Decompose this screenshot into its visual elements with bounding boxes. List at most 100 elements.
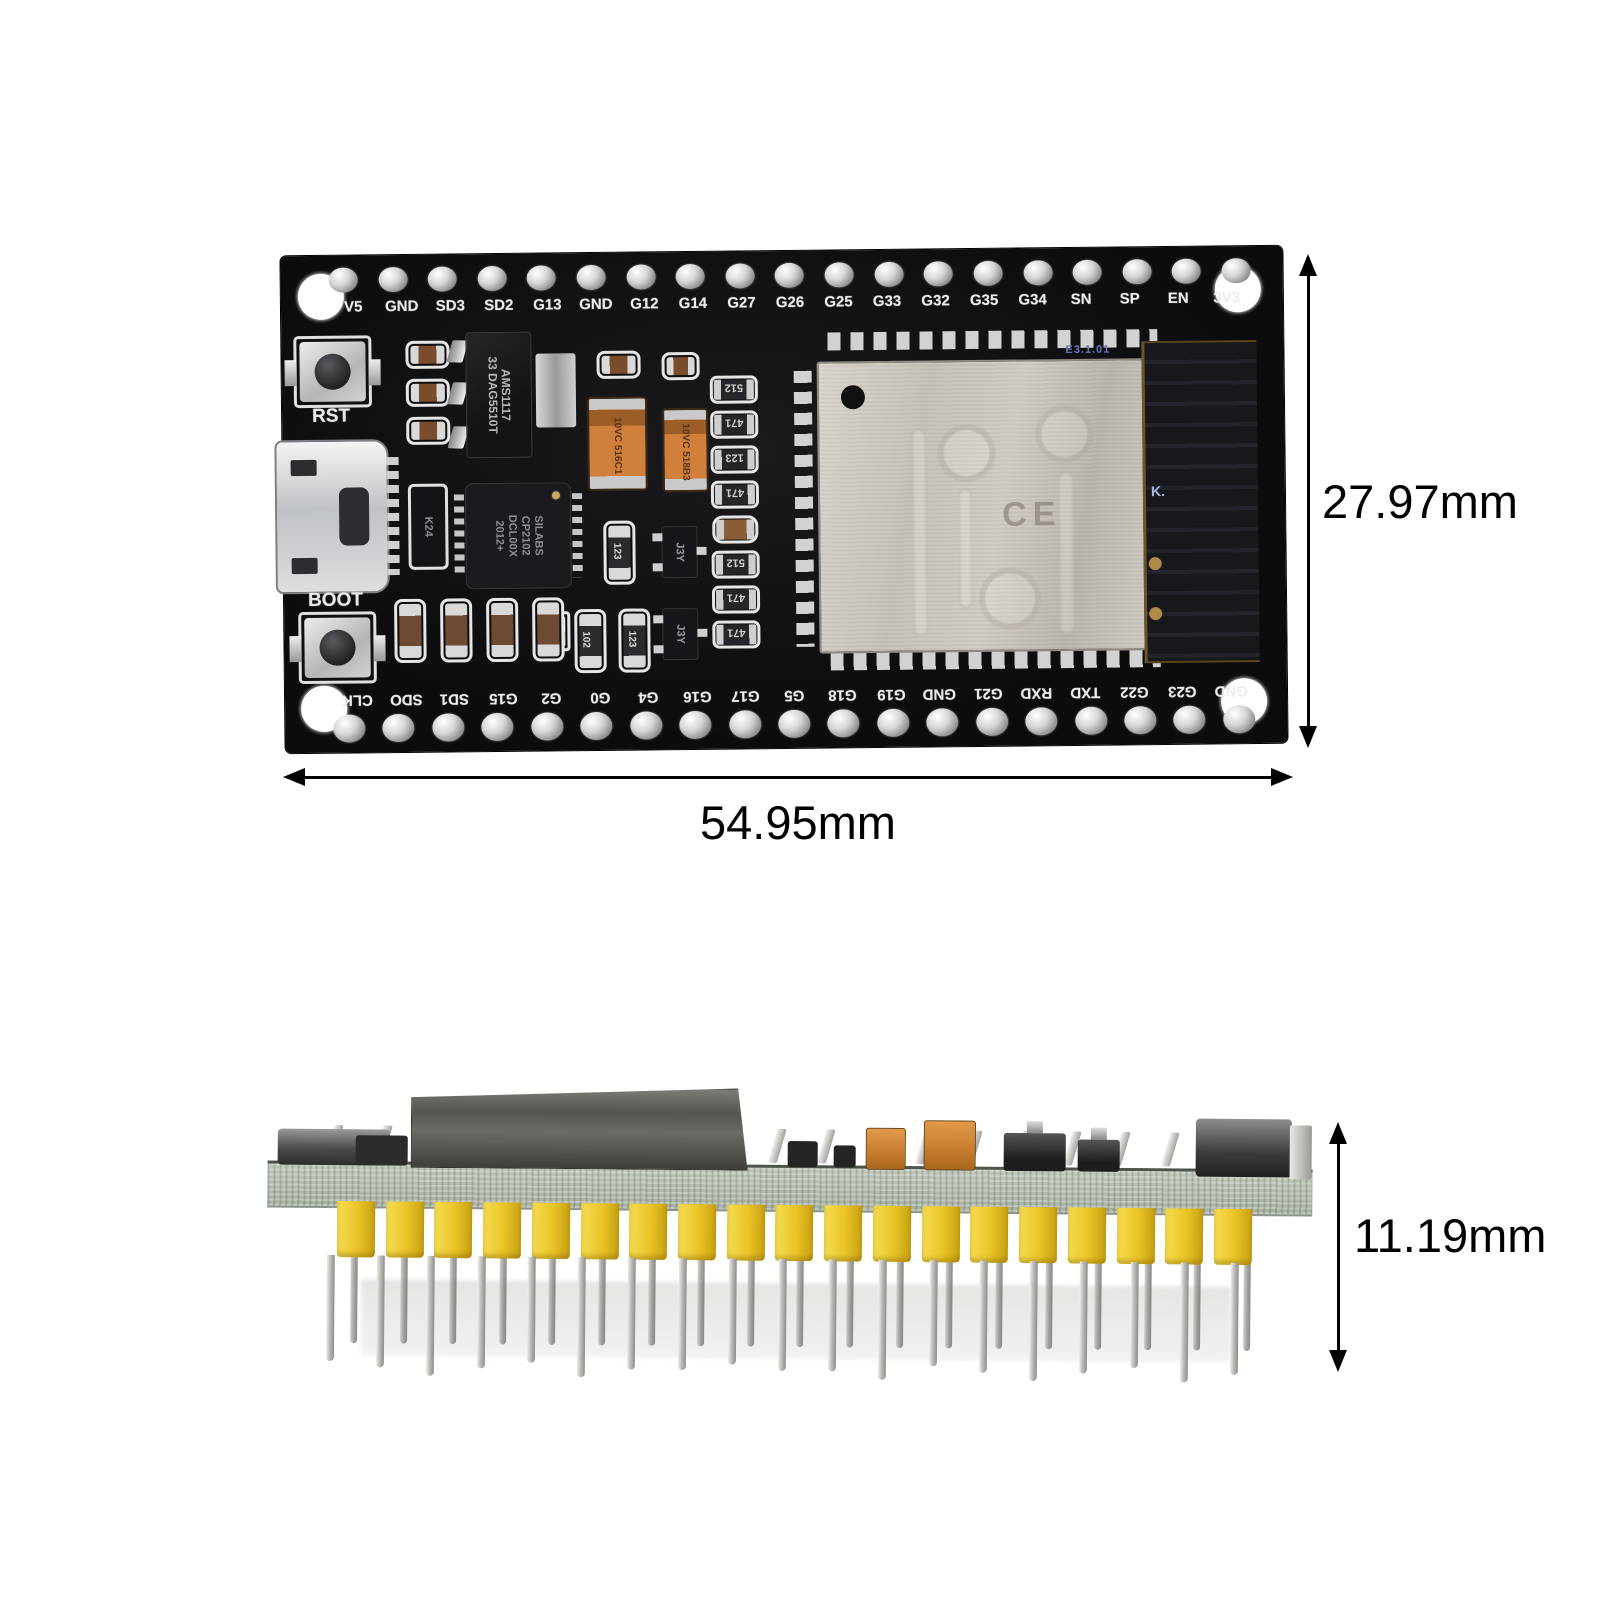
header-pin [1079,1261,1089,1374]
pin-label: G12 [630,295,659,313]
smd-capacitor [712,515,759,544]
micro-usb-connector[interactable] [274,439,400,595]
solder-joint [333,714,366,743]
solder-joint [725,262,755,289]
transistor-marking: J3Y [674,624,687,644]
k24-marking: K24 [422,516,435,537]
resistor-value: 123 [725,451,744,464]
header-pin [1028,1261,1038,1382]
resistor-value: 471 [725,486,745,499]
pin-label: G13 [533,296,562,314]
yellow-header-block [1067,1207,1107,1264]
resistor-value: 471 [726,591,746,604]
pin-label: SP [1119,290,1140,308]
smd-resistor: 471 [710,480,760,509]
smd-capacitor [406,416,451,445]
qfn-pads [571,493,583,578]
pin-label: G21 [973,684,1003,703]
header-pin [727,1258,737,1365]
resistor-column: 512 471 123 471 512 471 471 [709,375,761,649]
arrowhead-up [1299,254,1317,276]
header-pin [777,1258,787,1371]
resistor-value: 512 [724,381,744,394]
header-pin [325,1254,335,1362]
yellow-header-block [385,1201,424,1258]
header-pin [376,1255,386,1368]
regulator-tab [535,353,577,428]
solder-joint [328,266,358,293]
emboss-bar [957,488,974,609]
cp2102-marking: DCL00X [506,514,519,558]
smd-capacitor [532,597,565,662]
solder-joint [1173,705,1206,734]
component-k24: K24 [407,483,449,570]
solder-joint [626,263,656,290]
reset-label: RST [311,405,351,427]
pin-label: G4 [638,688,659,706]
bottom-pin-solder-row [333,704,1256,744]
solder-joint [1025,707,1058,736]
pin-label: SN [1070,290,1092,308]
tantalum-cap-side [865,1127,906,1171]
ce-mark: CE [1001,495,1062,534]
button-pad [368,359,381,386]
antenna-k-mark: K. [1150,483,1166,500]
resistor-value: 102 [580,631,592,648]
boot-button-cap [319,629,356,666]
module-revision-mark: E3.1.01 [1065,343,1111,357]
pin-label: G16 [682,687,712,706]
cap-pair-column [405,340,451,445]
solder-joint [728,710,761,739]
emboss-bar [911,428,929,637]
pin-label: CLK [341,691,373,709]
yellow-header-block [1213,1208,1253,1266]
yellow-header-block [1116,1207,1155,1265]
pin-label: G27 [727,294,756,312]
header-pin [426,1255,436,1376]
smd-resistor: 123 [603,520,636,585]
arrowhead-down [1299,726,1317,748]
solder-joint [382,713,415,743]
component-side [787,1140,818,1168]
yellow-header-block [775,1204,814,1262]
arrowhead-up [1329,1122,1347,1144]
shield-dot [840,385,866,410]
side-height-dimension-line [1337,1128,1340,1366]
pin-label: G14 [678,294,708,313]
pin-label: G18 [828,686,857,704]
header-pin [1242,1262,1251,1352]
smd-resistor: 123 [618,608,651,673]
smd-capacitor [486,597,519,663]
pin-label: G23 [1168,682,1197,700]
header-pin [878,1259,888,1380]
solder-joint [1122,258,1152,284]
arrowhead-left [283,768,305,786]
yellow-header-block [336,1201,376,1258]
usb-hole [290,459,317,477]
yellow-header-block [482,1202,522,1259]
pin-label: G15 [488,689,518,708]
resistor-value: 471 [727,626,746,639]
boot-button[interactable] [289,611,386,685]
yellow-header-block [629,1203,668,1260]
pin-label: SD3 [435,297,465,315]
smd-capacitor [405,378,451,407]
pin-label: RXD [1020,684,1053,702]
yellow-header-block [531,1202,571,1260]
solder-joint [679,710,712,740]
reset-button[interactable] [284,335,381,409]
header-pin [1229,1262,1239,1375]
bracket-side [1289,1125,1312,1180]
resistor-value: 512 [726,556,745,569]
board-width-value: 54.95mm [700,796,896,849]
resistor-value: 123 [611,542,623,560]
resistor-value: 123 [626,630,638,648]
solder-joint [427,265,458,292]
pin-label: G35 [969,291,999,310]
pin-label: SD2 [484,296,514,315]
solder-joint [580,711,613,741]
pin-label: GND [922,685,957,703]
reset-button-body [284,341,381,403]
